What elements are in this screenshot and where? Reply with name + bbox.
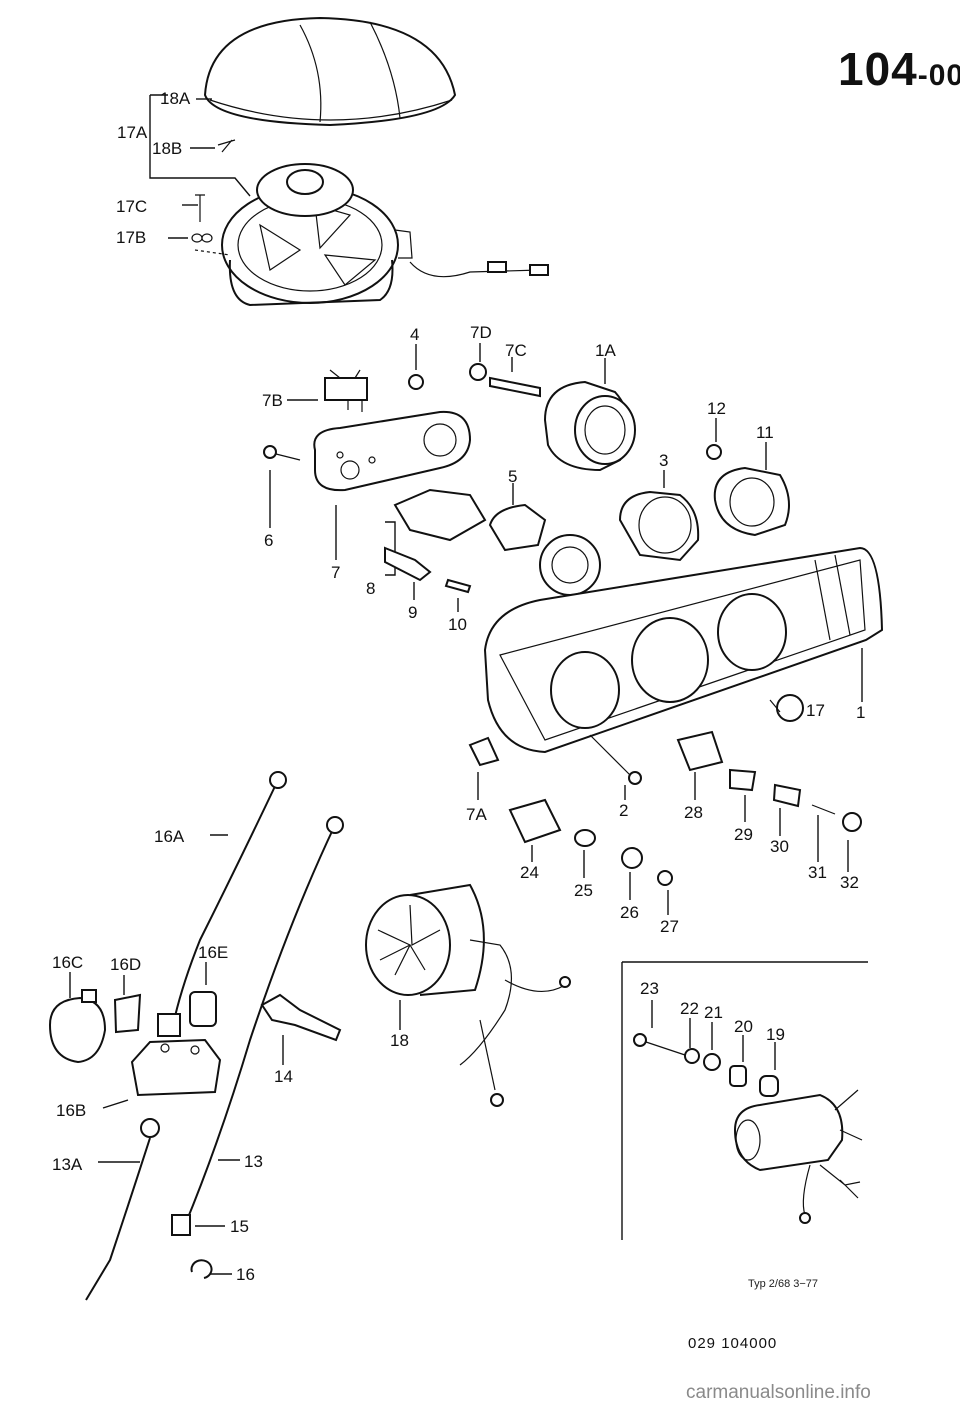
- inset-parts: [633, 1000, 863, 1224]
- label-19: 19: [766, 1025, 785, 1044]
- label-11: 11: [756, 423, 774, 442]
- label-18: 18: [390, 1031, 409, 1050]
- circlip-16: [190, 1259, 232, 1279]
- label-10: 10: [448, 615, 467, 634]
- label-28: 28: [684, 803, 703, 822]
- page-number-heading: 104-00: [838, 42, 960, 96]
- label-30: 30: [770, 837, 789, 856]
- label-26: 26: [620, 903, 639, 922]
- label-25: 25: [574, 881, 593, 900]
- nut-4: [408, 344, 424, 390]
- label-4: 4: [410, 325, 419, 344]
- watermark-text: carmanualsonline.info: [686, 1382, 871, 1403]
- bracket-17a: [149, 94, 251, 256]
- label-9: 9: [408, 603, 417, 622]
- screw-6: [263, 445, 301, 528]
- label-16C: 16C: [52, 953, 83, 972]
- label-16A: 16A: [154, 827, 185, 846]
- label-7C: 7C: [505, 341, 527, 360]
- gauge-3: [618, 470, 700, 562]
- page-suffix: -00: [917, 59, 960, 92]
- bulb-10: [444, 578, 472, 612]
- label-29: 29: [734, 825, 753, 844]
- inset-frame: [621, 961, 868, 1240]
- holder-26: [621, 847, 643, 900]
- label-31: 31: [808, 863, 827, 882]
- bulb-7d: [469, 343, 487, 381]
- strip-7c: [489, 357, 541, 398]
- label-16B: 16B: [56, 1101, 86, 1120]
- label-7A: 7A: [466, 805, 487, 824]
- mounting-plate-7: [313, 410, 472, 492]
- label-17: 17: [806, 701, 825, 720]
- label-21: 21: [704, 1003, 723, 1022]
- label-6: 6: [264, 531, 273, 550]
- fitting-15: [171, 1214, 225, 1236]
- label-17C: 17C: [116, 197, 147, 216]
- sender-16c: [48, 972, 107, 1064]
- label-18A: 18A: [160, 89, 191, 108]
- cable-13: [184, 816, 344, 1226]
- label-12: 12: [707, 399, 726, 418]
- label-15: 15: [230, 1217, 249, 1236]
- screw-12: [706, 418, 722, 460]
- instrument-cluster-1: [483, 546, 884, 754]
- label-22: 22: [680, 999, 699, 1018]
- clip-16d: [113, 975, 142, 1034]
- knob-17: [769, 694, 804, 722]
- label-1A: 1A: [595, 341, 616, 360]
- label-13: 13: [244, 1152, 263, 1171]
- bulb-9: [384, 546, 432, 600]
- bulb-25: [574, 829, 596, 878]
- label-23: 23: [640, 979, 659, 998]
- cap-16e: [189, 962, 217, 1027]
- gauge-5: [488, 483, 601, 596]
- label-7D: 7D: [470, 323, 492, 342]
- blower-18: [365, 883, 571, 1107]
- fan-motor-unit: [221, 163, 549, 307]
- label-8: 8: [366, 579, 375, 598]
- cap-27: [657, 870, 673, 915]
- label-18B: 18B: [152, 139, 182, 158]
- bulb-29: [729, 768, 757, 822]
- label-13A: 13A: [52, 1155, 83, 1174]
- lamp-holder-8: [385, 488, 487, 576]
- type-note: Typ 2/68 3−77: [748, 1278, 819, 1290]
- gauge-11: [713, 442, 790, 537]
- screw-2: [589, 734, 642, 800]
- label-3: 3: [659, 451, 668, 470]
- label-27: 27: [660, 917, 679, 936]
- label-16: 16: [236, 1265, 255, 1284]
- knob-32: [842, 812, 862, 872]
- label-16D: 16D: [110, 955, 141, 974]
- clip-7a: [468, 736, 500, 800]
- cable-13a: [85, 1118, 160, 1301]
- label-20: 20: [734, 1017, 753, 1036]
- label-16E: 16E: [198, 943, 228, 962]
- fitting-top: [157, 1013, 181, 1037]
- cable-16a: [171, 771, 287, 1031]
- switch-28: [676, 730, 724, 800]
- switch-24: [508, 798, 562, 862]
- strap-14: [260, 993, 342, 1065]
- label-17A: 17A: [117, 123, 148, 142]
- socket-30: [772, 783, 802, 836]
- label-24: 24: [520, 863, 539, 882]
- document-number: 029 104000: [688, 1335, 778, 1352]
- label-32: 32: [840, 873, 859, 892]
- page-number: 104: [838, 43, 918, 95]
- label-1: 1: [856, 703, 865, 722]
- speedometer-1a: [543, 358, 636, 472]
- pin-31: [811, 804, 836, 862]
- unit-16b: [102, 1038, 222, 1109]
- switch-7b: [324, 369, 368, 412]
- label-7B: 7B: [262, 391, 283, 410]
- dome-cover: [203, 16, 457, 127]
- label-17B: 17B: [116, 228, 146, 247]
- label-14: 14: [274, 1067, 293, 1086]
- label-5: 5: [508, 467, 517, 486]
- label-2: 2: [619, 801, 628, 820]
- label-7: 7: [331, 563, 340, 582]
